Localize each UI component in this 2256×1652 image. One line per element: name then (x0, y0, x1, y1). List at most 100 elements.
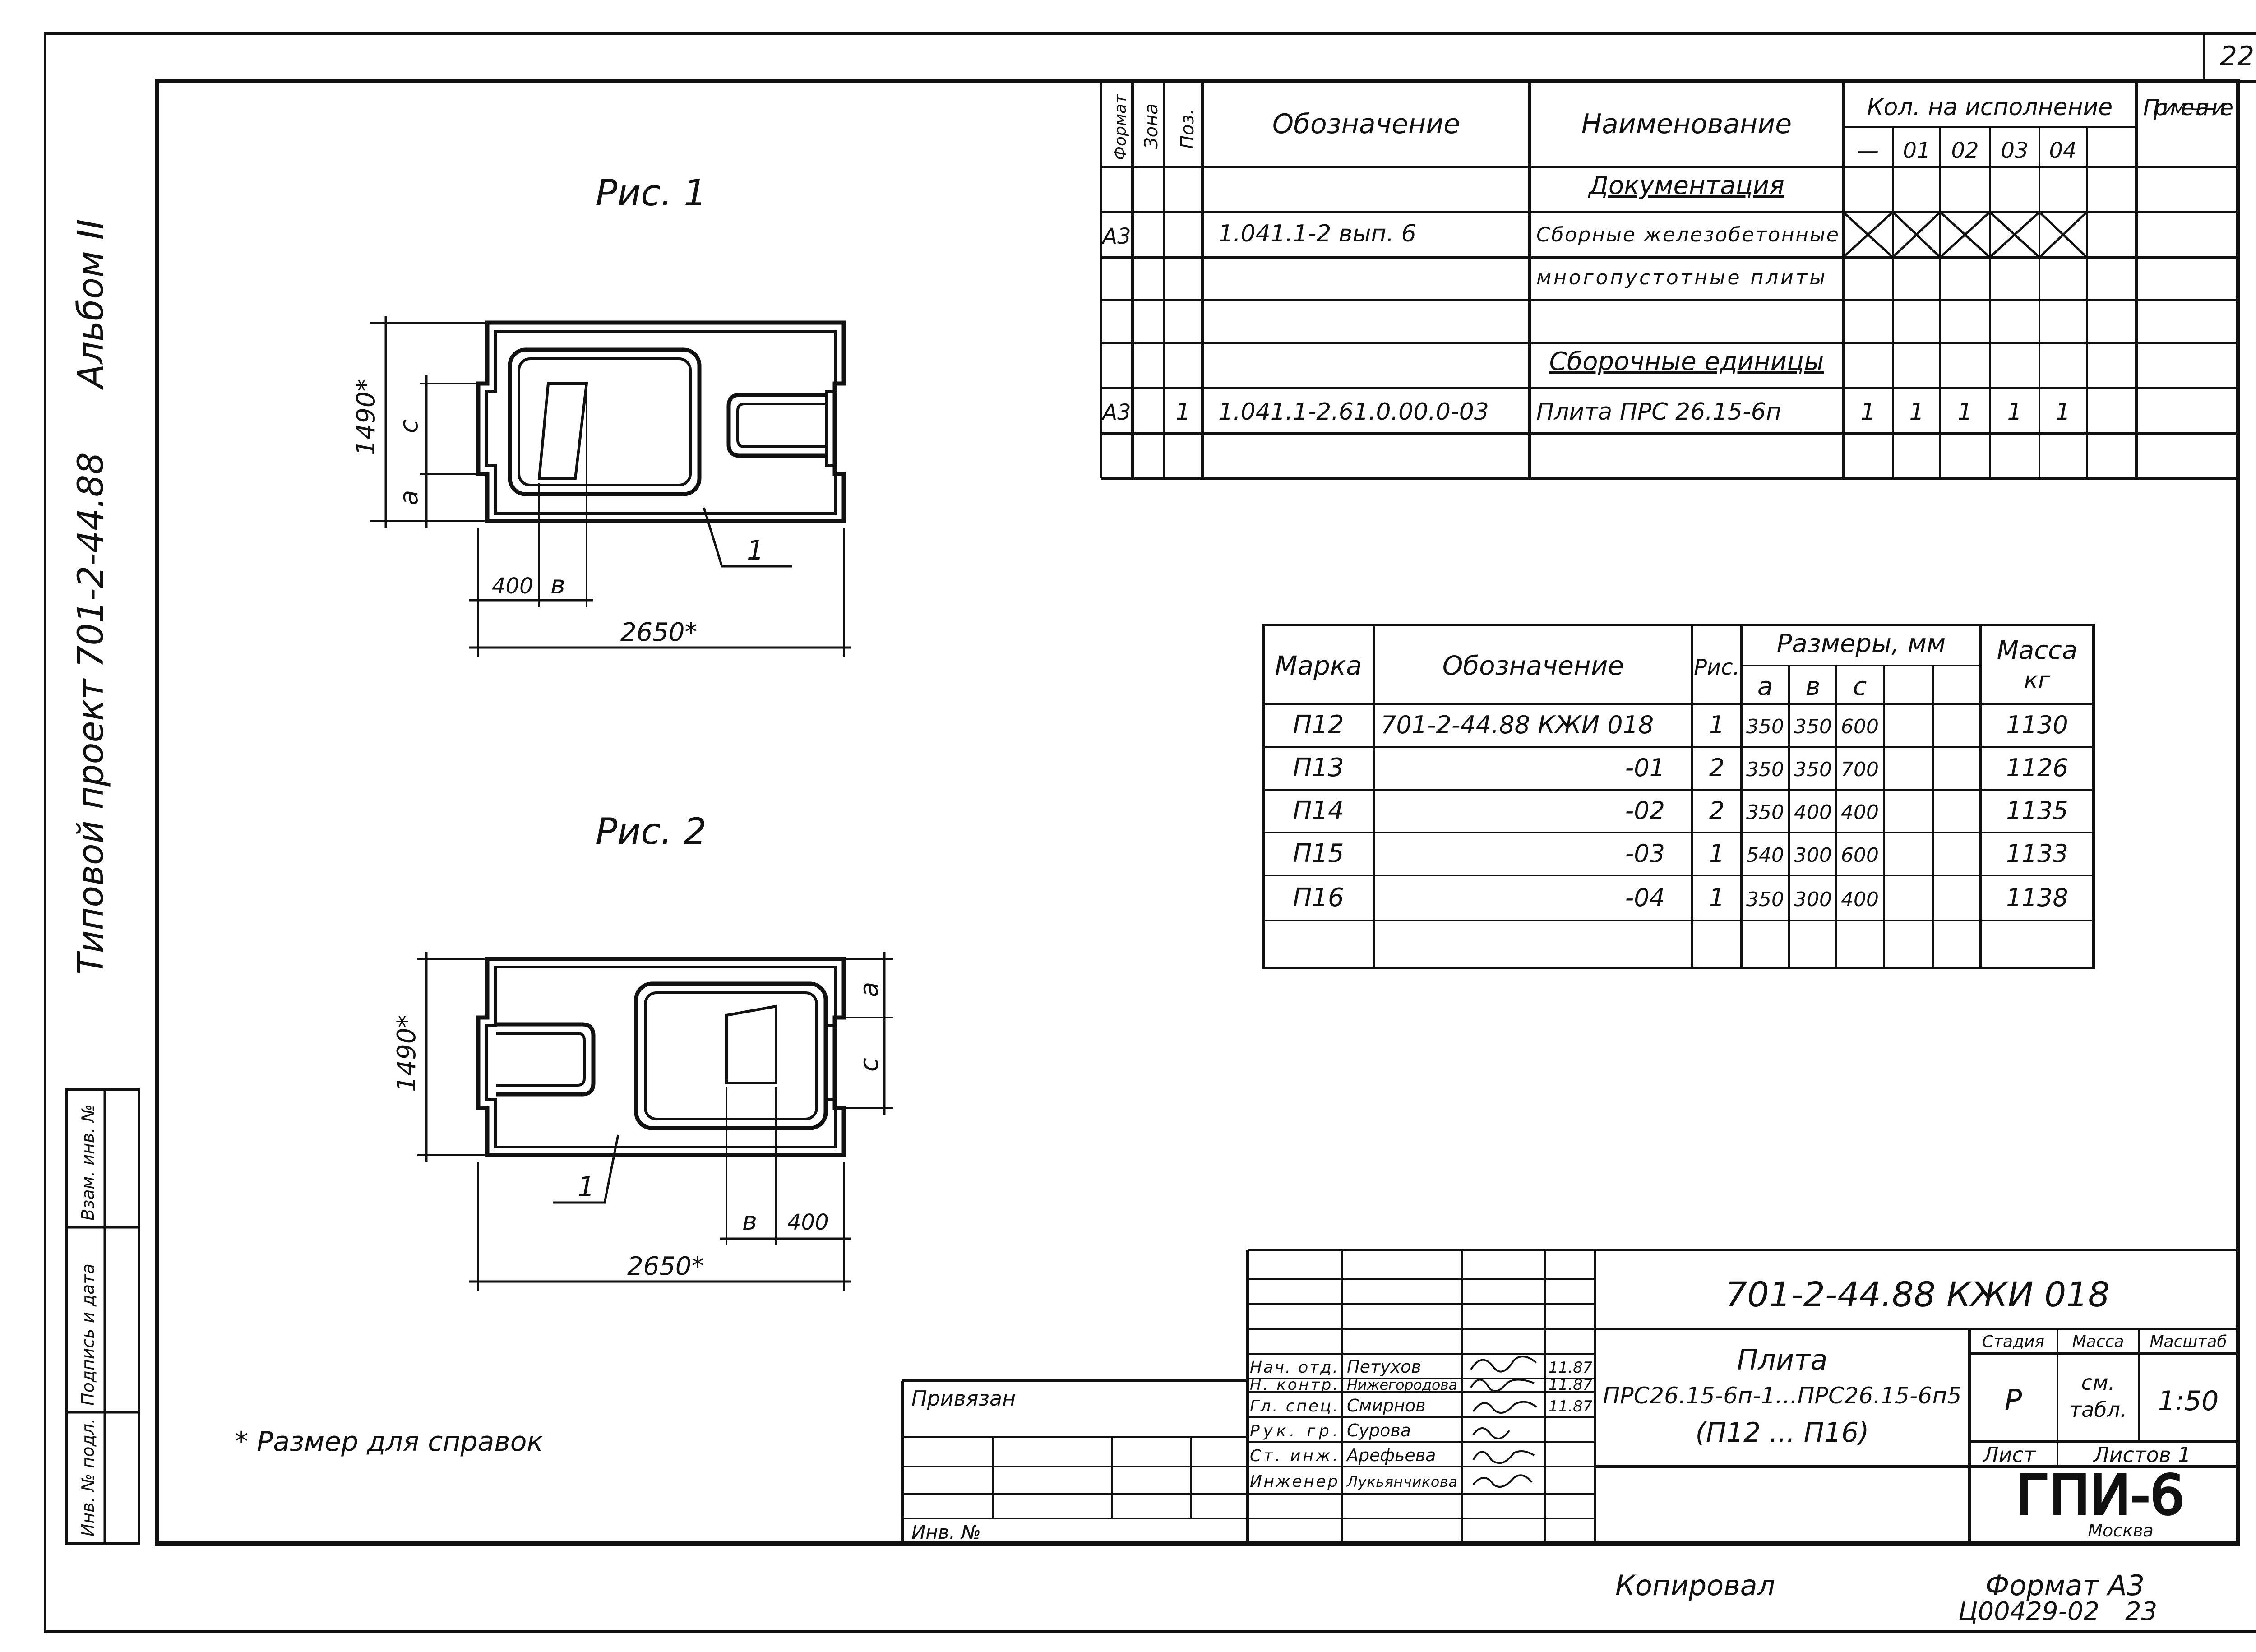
marks-h-a: а (1757, 672, 1773, 701)
tb-role-0: Нач. отд. (1250, 1358, 1338, 1377)
spec-row2-qty-3: 1 (2007, 398, 2022, 426)
spec-h-kol: Кол. на исполнение (1867, 94, 2113, 121)
spec-row2-qty-4: 1 (2055, 398, 2070, 426)
fig1-small-opening (726, 393, 826, 458)
stamp-podpis-data: Подпись и дата (78, 1263, 98, 1406)
marks-row-massa: 1130 (2006, 711, 2068, 739)
spec-row1-name2: многопустотные плиты (1536, 266, 1825, 289)
marks-row-ris: 1 (1709, 711, 1724, 739)
stamp-vzam-inv: Взам. инв. № (78, 1104, 98, 1221)
album-label: Альбом II (71, 219, 111, 390)
marks-row-obozn: -03 (1625, 839, 1665, 868)
tb-name-2: Смирнов (1347, 1396, 1426, 1416)
marks-row-ris: 2 (1709, 754, 1724, 782)
marks-h-massa: Масса (1997, 636, 2078, 665)
spec-row1-name1: Сборные железобетонные (1536, 223, 1839, 246)
fig2-dim-a: а (855, 982, 884, 997)
marks-row-massa: 1135 (2006, 796, 2068, 825)
spec-row2-qty-0: 1 (1860, 398, 1875, 426)
spec-row2-qty-1: 1 (1909, 398, 1924, 426)
marks-row-obozn: -04 (1625, 884, 1665, 912)
marks-row-c: 700 (1841, 758, 1879, 781)
tb-date-1: 11.87 (1549, 1376, 1593, 1394)
tb-name-0: Петухов (1347, 1357, 1421, 1377)
inner-frame (155, 79, 2240, 1546)
spec-h-var-1: 01 (1903, 138, 1930, 163)
spec-table: Формат Зона Поз. Обозначение Наименовани… (1100, 81, 2238, 480)
tb-stadiya-h: Стадия (1982, 1333, 2044, 1351)
spec-h-format: Формат (1111, 94, 1130, 160)
tb-date-0: 11.87 (1549, 1359, 1593, 1377)
fig1-dim-b: в (550, 570, 565, 600)
marks-row-marka: П15 (1293, 839, 1344, 868)
fig1-title: Рис. 1 (596, 172, 707, 214)
marks-row: П13 -01 2 350 350 700 1126 (1293, 753, 2068, 782)
side-stamp: Взам. инв. № Подпись и дата Инв. № подл. (65, 1088, 140, 1545)
marks-row-c: 400 (1841, 888, 1879, 911)
spec-h-prim: Примечание (2143, 95, 2233, 120)
tb-name-3: Сурова (1347, 1421, 1411, 1440)
marks-h-ris: Рис. (1694, 655, 1740, 680)
bottom-page: 23 (2125, 1597, 2157, 1626)
tb-name1: Плита (1737, 1343, 1828, 1376)
marks-h-razmery: Размеры, мм (1777, 629, 1946, 658)
spec-h-var-3: 03 (2001, 138, 2028, 163)
tb-masshtab-h: Масштаб (2150, 1333, 2227, 1351)
project-label: Типовой проект 701-2-44.88 (71, 452, 111, 975)
tb-code: 701-2-44.88 КЖИ 018 (1725, 1274, 2110, 1314)
fig2-slab-outline (476, 957, 846, 1157)
fig2-large-opening (634, 981, 828, 1130)
spec-row2-obozn: 1.041.1-2.61.0.00.0-03 (1218, 398, 1489, 426)
marks-h-c: с (1853, 672, 1867, 701)
fig1-inner-insert (537, 382, 588, 480)
spec-h-naim: Наименование (1581, 108, 1792, 140)
spec-row1-format: А3 (1101, 224, 1131, 249)
marks-row-b: 300 (1794, 844, 1832, 867)
marks-h-massa-unit: кг (2024, 667, 2051, 694)
marks-h-obozn: Обозначение (1442, 650, 1624, 681)
marks-row-obozn: -02 (1625, 796, 1665, 825)
tb-stadiya: Р (2005, 1384, 2022, 1417)
spec-h-zona: Зона (1141, 103, 1162, 149)
tb-name-5: Лукьянчикова (1346, 1473, 1457, 1490)
marks-row: П12 701-2-44.88 КЖИ 018 1 350 350 600 11… (1293, 710, 2068, 740)
spec-h-var-4: 04 (2049, 138, 2076, 163)
fig2-dim-b: в (742, 1207, 757, 1236)
marks-row-b: 350 (1794, 758, 1832, 781)
marks-row-ris: 2 (1709, 796, 1724, 825)
bottom-ref: Ц00429-02 (1958, 1597, 2099, 1626)
fig1-large-opening (508, 347, 702, 496)
marks-row-ris: 1 (1709, 884, 1724, 912)
fig2-small-opening (496, 1022, 596, 1097)
marks-row-a: 350 (1746, 758, 1784, 781)
title-block: Нач. отд. Петухов 11.87 Н. контр. Нижего… (1246, 1249, 2238, 1543)
fig1-dim-400: 400 (492, 574, 533, 599)
fig1-dim-height: 1490* (351, 379, 381, 456)
spec-h-var-0: — (1857, 138, 1879, 163)
marks-row-marka: П14 (1293, 796, 1344, 825)
marks-row: П15 -03 1 540 300 600 1133 (1293, 839, 2068, 868)
privyazan-inv: Инв. № (911, 1521, 981, 1543)
fig2-pos-1: 1 (578, 1171, 595, 1203)
sheet-number-box (2203, 32, 2256, 83)
fig1-dim-a: а (394, 490, 424, 505)
spec-row1-crosses (1842, 211, 2088, 258)
tb-name3: (П12 ... П16) (1695, 1417, 1869, 1448)
fig1-slab-outline (476, 320, 846, 523)
marks-row-marka: П16 (1293, 883, 1344, 912)
fig1-drawing: 1490* с а 400 в 2650* 1 (351, 316, 851, 657)
tb-massa2: табл. (2069, 1397, 2127, 1422)
fig2-dim-c: с (855, 1058, 884, 1072)
marks-row-marka: П12 (1293, 710, 1344, 740)
marks-row: П16 -04 1 350 300 400 1138 (1293, 883, 2068, 912)
tb-city: Москва (2088, 1521, 2154, 1541)
outer-frame (44, 32, 2256, 1633)
tb-role-5: Инженер (1250, 1472, 1338, 1491)
marks-row-a: 350 (1746, 888, 1784, 911)
marks-row-massa: 1138 (2006, 884, 2068, 912)
marks-row-a: 540 (1746, 844, 1784, 867)
marks-row-marka: П13 (1293, 753, 1344, 782)
marks-table: Марка Обозначение Рис. Размеры, мм а в с… (1262, 624, 2095, 969)
privyazan-block: Привязан Инв. № (901, 1379, 1248, 1543)
fig2-drawing: 1490* а с в 400 2650* 1 (392, 952, 893, 1291)
